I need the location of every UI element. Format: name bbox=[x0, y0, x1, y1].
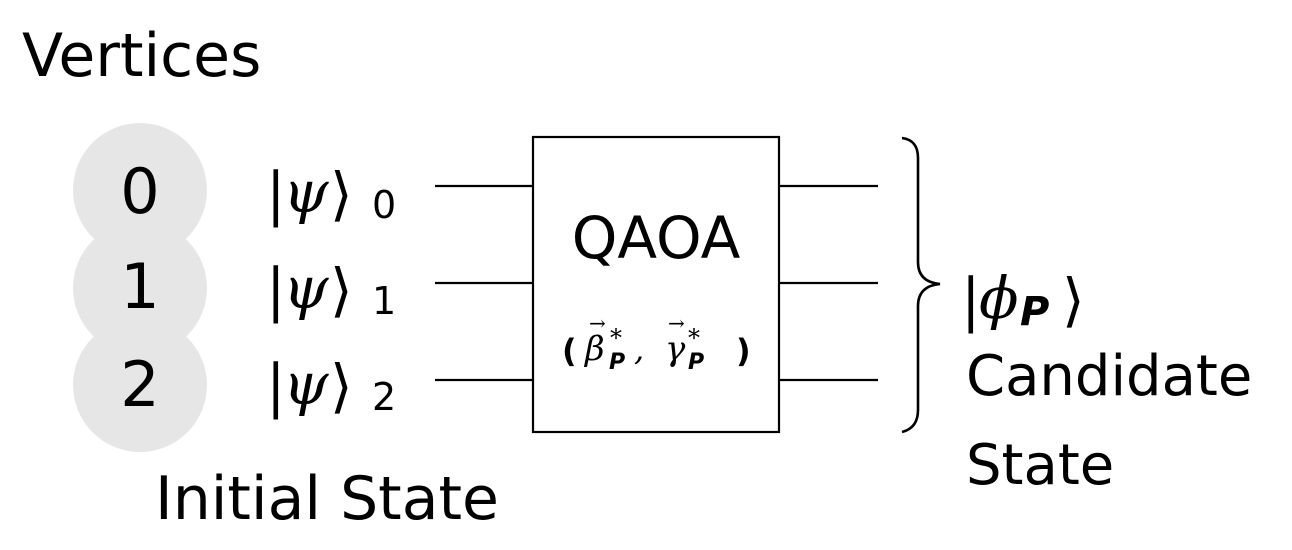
ket-psi-1: ψ bbox=[283, 254, 329, 322]
ket-psi-0: ψ bbox=[283, 158, 329, 226]
svg-text:|: | bbox=[266, 352, 286, 420]
svg-text:⟩: ⟩ bbox=[330, 160, 353, 228]
param-gamma-star: * bbox=[688, 324, 700, 352]
output-phi-sub: P bbox=[1020, 289, 1049, 335]
qaoa-parameters: ( → β * P , → γ * P ) bbox=[562, 311, 751, 375]
vertices-title: Vertices bbox=[22, 21, 261, 91]
svg-text:|: | bbox=[266, 256, 286, 324]
svg-text:⟩: ⟩ bbox=[330, 352, 353, 420]
qaoa-gate-box bbox=[531, 135, 781, 434]
param-comma: , bbox=[634, 330, 644, 368]
ket-sub-2: 2 bbox=[372, 375, 396, 419]
svg-text:⟩: ⟩ bbox=[330, 256, 353, 324]
output-brace bbox=[901, 136, 941, 434]
output-phi: ϕ bbox=[979, 264, 1019, 332]
ket-sub-0: 0 bbox=[372, 183, 396, 227]
param-gamma-sub: P bbox=[688, 350, 704, 375]
svg-text:|: | bbox=[266, 160, 286, 228]
vertex-node-0 bbox=[73, 123, 207, 257]
vertex-label-2: 2 bbox=[120, 348, 159, 421]
initial-state-label: Initial State bbox=[155, 464, 499, 534]
svg-text:(: ( bbox=[562, 332, 577, 370]
param-beta-sub: P bbox=[609, 350, 625, 375]
param-beta-arrow: → bbox=[589, 311, 606, 335]
vertex-label-0: 0 bbox=[120, 155, 159, 228]
output-wires bbox=[779, 184, 878, 382]
ket-psi-2: ψ bbox=[283, 350, 329, 418]
svg-text:|: | bbox=[961, 266, 981, 334]
candidate-state-line1: Candidate bbox=[966, 344, 1252, 409]
svg-text:⟩: ⟩ bbox=[1062, 266, 1085, 334]
input-ket-2: | ψ ⟩ 2 bbox=[266, 350, 396, 420]
output-ket: | ϕ P ⟩ bbox=[961, 264, 1085, 335]
input-ket-0: | ψ ⟩ 0 bbox=[266, 158, 396, 228]
input-ket-1: | ψ ⟩ 1 bbox=[266, 254, 396, 324]
ket-sub-1: 1 bbox=[372, 279, 396, 323]
candidate-state-line2: State bbox=[966, 433, 1114, 498]
vertex-node-1 bbox=[73, 221, 207, 355]
param-gamma-arrow: → bbox=[668, 311, 685, 335]
param-beta: β bbox=[583, 329, 605, 369]
vertex-node-2 bbox=[73, 318, 207, 452]
qaoa-gate-label: QAOA bbox=[572, 204, 741, 272]
param-gamma: γ bbox=[665, 329, 686, 369]
param-beta-star: * bbox=[610, 324, 622, 352]
input-wires bbox=[435, 184, 533, 382]
vertex-label-1: 1 bbox=[120, 250, 159, 323]
svg-text:): ) bbox=[736, 332, 751, 370]
vertex-circles: 0 1 2 bbox=[73, 123, 207, 452]
